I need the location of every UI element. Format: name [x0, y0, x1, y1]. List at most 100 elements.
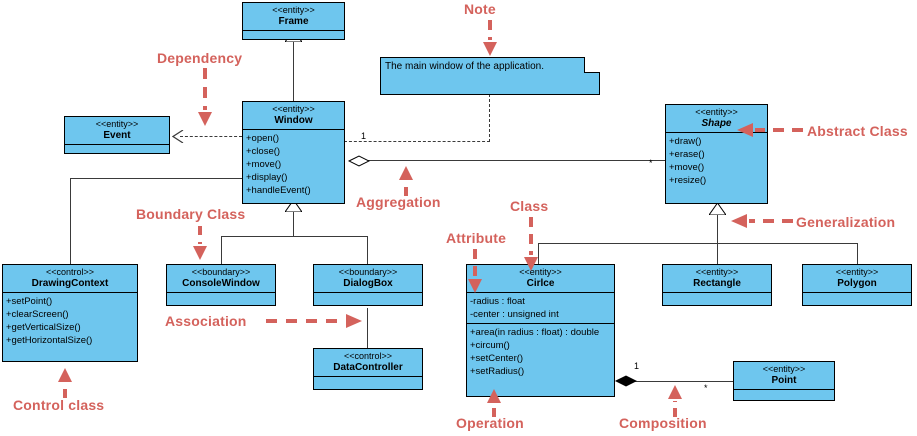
class-compartment-consolewindow — [167, 293, 275, 306]
connector-dialogbox-stem — [367, 236, 368, 264]
operation-item: +setPoint() — [6, 296, 53, 307]
annotation-arrow-boundary-class — [193, 226, 207, 262]
class-box-datacontroller[interactable]: <<control>> DataController — [313, 348, 423, 390]
attribute-item: -center : unsigned int — [470, 309, 559, 320]
note-fold-corner — [584, 57, 600, 73]
annotation-aggregation: Aggregation — [356, 194, 441, 210]
connector-window-drawingcontext-h — [70, 178, 242, 179]
class-name-dialogbox: DialogBox — [343, 278, 393, 289]
annotation-dependency: Dependency — [157, 50, 243, 66]
class-header-shape: <<entity>> Shape — [666, 105, 767, 133]
annotation-arrow-class — [524, 217, 538, 273]
connector-polygon-stem — [857, 243, 858, 264]
class-box-consolewindow[interactable]: <<boundary>> ConsoleWindow — [166, 264, 276, 306]
class-name-frame: Frame — [278, 16, 309, 27]
class-name-point: Point — [771, 375, 797, 386]
note-text: The main window of the application. — [385, 61, 544, 72]
class-box-point[interactable]: <<entity>> Point — [733, 361, 835, 401]
connector-shape-stem — [717, 215, 718, 243]
operation-item: +draw() — [669, 136, 702, 147]
operation-item: +circum() — [470, 340, 510, 351]
operation-item: +area(in radius : float) : double — [470, 327, 600, 338]
connector-window-shape-aggregation — [368, 160, 665, 161]
class-box-rectangle[interactable]: <<entity>> Rectangle — [662, 264, 772, 306]
class-compartment-point — [734, 390, 834, 403]
annotation-arrow-abstract-class — [733, 123, 803, 137]
dependency-open-arrowhead — [172, 130, 184, 143]
class-header-window: <<entity>> Window — [243, 102, 344, 130]
class-box-window[interactable]: <<entity>> Window +open() +close() +move… — [242, 101, 345, 204]
annotation-arrow-operation — [487, 389, 501, 417]
class-operations-window: +open() +close() +move() +display() +han… — [243, 130, 344, 199]
composition-diamond — [615, 375, 637, 387]
connector-window-drawingcontext-v — [70, 178, 71, 268]
annotation-association: Association — [165, 313, 247, 329]
class-name-circle: Cirlce — [526, 278, 555, 289]
annotation-abstract-class: Abstract Class — [807, 123, 908, 139]
operation-item: +getVerticalSize() — [6, 322, 81, 333]
class-compartment-rectangle — [663, 293, 771, 306]
stereotype-datacontroller: <<control>> — [343, 351, 393, 361]
stereotype-shape: <<entity>> — [695, 107, 738, 117]
class-operations-circle: +area(in radius : float) : double +circu… — [467, 324, 614, 380]
operation-item: +move() — [246, 159, 282, 170]
multiplicity-window-shape-source: 1 — [361, 131, 367, 141]
connector-consolewindow-stem — [221, 236, 222, 264]
operation-item: +open() — [246, 133, 280, 144]
annotation-control-class: Control class — [13, 397, 105, 413]
annotation-operation: Operation — [456, 415, 524, 431]
connector-window-boundary-stem — [293, 212, 294, 236]
class-compartment-event — [65, 145, 169, 158]
class-name-window: Window — [274, 115, 313, 126]
annotation-boundary-class: Boundary Class — [136, 206, 246, 222]
operation-item: +resize() — [669, 175, 707, 186]
attribute-item: -radius : float — [470, 296, 525, 307]
class-name-event: Event — [103, 130, 131, 141]
note-box[interactable]: The main window of the application. — [380, 57, 600, 95]
class-header-dialogbox: <<boundary>> DialogBox — [314, 265, 422, 293]
annotation-arrow-aggregation — [399, 166, 413, 196]
stereotype-point: <<entity>> — [762, 364, 806, 374]
operation-item: +setCenter() — [470, 353, 524, 364]
class-name-rectangle: Rectangle — [693, 278, 741, 289]
class-header-polygon: <<entity>> Polygon — [803, 265, 911, 293]
class-header-rectangle: <<entity>> Rectangle — [663, 265, 771, 293]
class-header-event: <<entity>> Event — [65, 117, 169, 145]
class-box-polygon[interactable]: <<entity>> Polygon — [802, 264, 912, 306]
class-box-shape[interactable]: <<entity>> Shape +draw() +erase() +move(… — [665, 104, 768, 204]
generalization-triangle-window — [285, 200, 302, 212]
class-box-circle[interactable]: <<entity>> Cirlce -radius : float -cente… — [466, 264, 615, 397]
operation-item: +move() — [669, 162, 705, 173]
annotation-arrow-note — [483, 20, 497, 58]
class-name-consolewindow: ConsoleWindow — [182, 278, 260, 289]
connector-note-anchor-v — [489, 94, 490, 142]
class-box-drawingcontext[interactable]: <<control>> DrawingContext +setPoint() +… — [2, 264, 138, 362]
connector-circle-point-composition — [634, 381, 734, 382]
class-compartment-dialogbox — [314, 293, 422, 306]
class-name-datacontroller: DataController — [333, 362, 403, 373]
aggregation-diamond — [348, 155, 370, 167]
multiplicity-circle-point-source: 1 — [634, 361, 640, 371]
class-box-event[interactable]: <<entity>> Event — [64, 116, 170, 154]
class-header-frame: <<entity>> Frame — [243, 3, 344, 31]
stereotype-window: <<entity>> — [272, 104, 315, 114]
class-box-dialogbox[interactable]: <<boundary>> DialogBox — [313, 264, 423, 306]
stereotype-event: <<entity>> — [95, 119, 139, 129]
generalization-triangle-shape — [709, 203, 726, 215]
operation-item: +setRadius() — [470, 366, 525, 377]
connector-shape-subclasses-bus — [538, 243, 857, 244]
operation-item: +close() — [246, 146, 281, 157]
class-name-shape: Shape — [701, 118, 732, 129]
multiplicity-circle-point-target: * — [704, 383, 708, 393]
class-box-frame[interactable]: <<entity>> Frame — [242, 2, 345, 40]
class-attributes-circle: -radius : float -center : unsigned int — [467, 293, 614, 324]
stereotype-dialogbox: <<boundary>> — [338, 267, 398, 277]
annotation-attribute: Attribute — [446, 230, 507, 246]
annotation-arrow-generalization — [727, 214, 793, 228]
connector-boundary-bus — [221, 236, 368, 237]
connector-note-anchor-h — [344, 141, 490, 142]
annotation-arrow-dependency — [198, 68, 212, 130]
connector-window-event-dependency — [180, 136, 242, 137]
operation-item: +handleEvent() — [246, 185, 311, 196]
